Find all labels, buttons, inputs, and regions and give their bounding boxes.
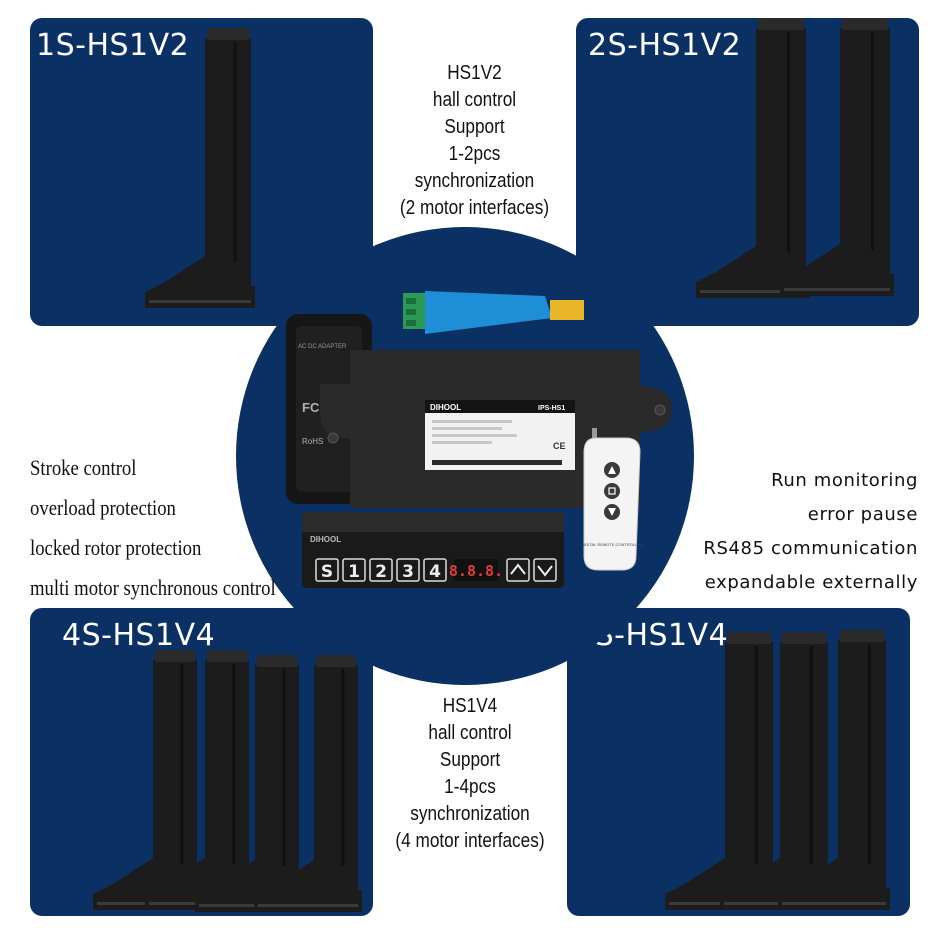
lifting-column bbox=[195, 655, 303, 912]
keypad-button-1: 1 bbox=[348, 562, 360, 582]
hs1v2-line: 1-2pcs synchronization bbox=[414, 143, 535, 192]
hs1v2-line: hall control bbox=[432, 89, 517, 111]
controller-brand: DIHOOL bbox=[430, 403, 461, 412]
hs1v2-line: HS1V2 bbox=[447, 62, 502, 84]
feature-item: overload protection bbox=[30, 495, 176, 520]
controller-ce-mark: CE bbox=[553, 441, 566, 451]
panel-title: 4S-HS1V4 bbox=[62, 618, 216, 653]
down-arrow-icon bbox=[537, 565, 553, 577]
remote-controller-image: DIGITAL REMOTE CONTROLLER bbox=[581, 428, 643, 571]
keypad-brand: DIHOOL bbox=[310, 535, 341, 544]
adapter-fc-mark: FC bbox=[302, 400, 320, 415]
feature-item: multi motor synchronous control bbox=[30, 575, 276, 600]
keypad-image: DIHOOL S 1 2 3 4 8.8.8. bbox=[302, 512, 564, 588]
keypad-button-4: 4 bbox=[429, 562, 441, 582]
panel-title: 1S-HS1V2 bbox=[36, 28, 190, 63]
feature-item: Run monitoring bbox=[771, 470, 918, 491]
feature-item: Stroke control bbox=[30, 455, 137, 480]
keypad-button-s: S bbox=[321, 562, 333, 582]
lifting-column bbox=[778, 630, 890, 910]
adapter-label: AC DC ADAPTER bbox=[298, 344, 347, 350]
usb-converter-image bbox=[403, 291, 584, 334]
hs1v4-description: HS1V4 hall control Support 1-4pcs synchr… bbox=[384, 693, 556, 855]
feature-item: error pause bbox=[807, 504, 918, 525]
controller-model: IPS-HS1 bbox=[538, 405, 565, 412]
keypad-button-3: 3 bbox=[402, 562, 414, 582]
features-right-list: Run monitoring error pause RS485 communi… bbox=[703, 464, 918, 600]
panel-title: 2S-HS1V2 bbox=[588, 28, 742, 63]
lifting-column bbox=[720, 632, 832, 910]
lifting-column bbox=[145, 28, 255, 308]
lifting-column bbox=[780, 18, 894, 296]
hs1v4-line: hall control bbox=[428, 722, 512, 744]
feature-item: RS485 communication bbox=[703, 538, 918, 559]
hs1v2-description: HS1V2 hall control Support 1-2pcs synchr… bbox=[387, 60, 562, 222]
feature-item: locked rotor protection bbox=[30, 535, 202, 560]
hs1v2-line: Support bbox=[444, 116, 505, 138]
hs1v4-line: HS1V4 bbox=[442, 695, 498, 717]
lifting-column bbox=[254, 655, 362, 912]
remote-label: DIGITAL REMOTE CONTROLLER bbox=[581, 542, 643, 547]
hs1v4-line: (4 motor interfaces) bbox=[395, 830, 545, 852]
lifting-column bbox=[696, 18, 810, 298]
keypad-button-2: 2 bbox=[375, 562, 387, 582]
keypad-display: 8.8.8. bbox=[449, 562, 503, 580]
up-arrow-icon bbox=[510, 563, 526, 575]
adapter-rohs-mark: RoHS bbox=[302, 437, 323, 446]
features-left-list: Stroke control overload protection locke… bbox=[30, 448, 276, 608]
hs1v2-line: (2 motor interfaces) bbox=[399, 197, 550, 219]
feature-item: expandable externally bbox=[704, 572, 918, 593]
hs1v4-line: 1-4pcs synchronization bbox=[410, 776, 530, 825]
hs1v4-line: Support bbox=[439, 749, 501, 771]
